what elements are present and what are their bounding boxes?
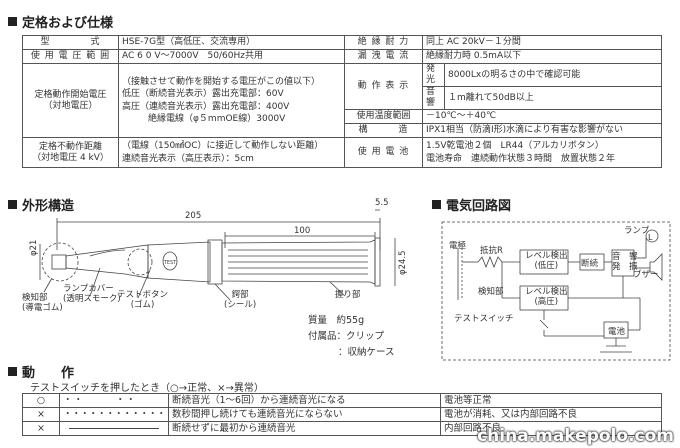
- battery-box: 電池: [608, 327, 626, 337]
- struct-label: 構 造: [344, 123, 423, 138]
- square-bullet-icon: [8, 200, 17, 209]
- resistor-label: 抵抗R: [480, 246, 503, 256]
- temp-value: －10℃〜＋40℃: [422, 109, 662, 124]
- display-label: 動 作 表 示: [344, 63, 423, 110]
- battery-values: 1.5V乾電池２個 LR44（アルカリボタン）電池寿命 連続動作状態３時間 放置…: [422, 137, 662, 168]
- spec-section-title: 定格および仕様: [8, 12, 113, 31]
- start-voltage-values: （接触させて動作を開始する電圧がこの値以下） 低圧（断続音光表示）露出充電部：6…: [118, 63, 345, 138]
- voltage-label: 使 用 電 圧 範 囲: [22, 49, 119, 64]
- lamp-cover-label: ランプカバー(透明スモーク): [63, 284, 121, 304]
- accessories-line-2: ：収納ケース: [338, 347, 395, 358]
- start-voltage-label: 定格動作開始電圧（対地電圧）: [22, 63, 119, 138]
- lamp-label: ランプ: [624, 226, 650, 236]
- struct-value: IPX1相当（防滴Ⅰ形)水滴により有害な影響がない: [422, 123, 662, 138]
- dim-100: 100: [294, 226, 311, 236]
- electrode-label: 電極: [449, 241, 467, 251]
- dim-5-5: 5.5: [375, 198, 389, 208]
- outline-section-title: 外形構造: [8, 195, 74, 214]
- test-button-text: TEST: [163, 260, 177, 266]
- square-bullet-icon: [8, 367, 17, 376]
- test-button-label: テストボタン(ゴム): [117, 290, 169, 310]
- withstand-value: 同上 AC 20kV－１分間: [422, 35, 662, 50]
- distance-values: （電線（150㎟OC）に接近して動作しない距離）連続音光表示（高圧表示）：5cm: [118, 137, 345, 168]
- test-switch-label: テストスイッチ: [454, 314, 514, 324]
- ops-intro: テストスイッチを押したとき（○→正常、×→異常）: [30, 383, 264, 394]
- leak-label: 漏 洩 電 流: [344, 49, 423, 64]
- buzzer-label: ブザー: [633, 270, 659, 280]
- accessories-line-1: 付属品：クリップ: [308, 331, 385, 342]
- table-row: ○ ・・ ・・ 断続音光（1〜6回）から連続音光になる 電池等正常: [22, 393, 662, 408]
- ops-table: ○ ・・ ・・ 断続音光（1〜6回）から連続音光になる 電池等正常 × ・・・・…: [22, 393, 662, 436]
- model-value: HSE-7G型（高低圧、交流専用）: [118, 35, 345, 50]
- sound-osc-box: 音 響発 振: [612, 252, 638, 272]
- circuit-diagram: [441, 221, 671, 361]
- seal-label: 鍔部(シール): [224, 290, 257, 310]
- leak-value: 絶縁耐力時 0.5mA以下: [422, 49, 662, 64]
- distance-label: 定格不動作距離（対地電圧 4 kV）: [22, 137, 119, 168]
- low-level-box: レベル検出(低圧): [525, 251, 568, 271]
- interrupt-box: 断続: [581, 259, 599, 269]
- ops-section-title: 動 作: [8, 362, 74, 381]
- voltage-value: AC 6 0 V〜7000V 50/60Hz共用: [118, 49, 345, 64]
- table-row: × 断続せずに最初から連続音光 内部回路不良: [22, 421, 662, 436]
- square-bullet-icon: [432, 200, 441, 209]
- watermark: china.makepolo.com: [477, 426, 674, 446]
- dim-24-5: φ24.5: [398, 250, 408, 275]
- continuous-line-indicator: [58, 421, 170, 436]
- battery-label: 使 用 電 池: [344, 137, 423, 168]
- withstand-label: 絶 縁 耐 力: [344, 35, 423, 50]
- circuit-section-title: 電気回路図: [432, 195, 511, 214]
- spec-table: 型 式 HSE-7G型（高低圧、交流専用） 絶 縁 耐 力 同上 AC 20kV…: [22, 35, 662, 168]
- lamp-symbol: L: [648, 233, 653, 242]
- grip-label: 握り部: [335, 290, 361, 300]
- detector-outline-drawing: TEST: [39, 209, 396, 301]
- detect-part-label: 検知部(導電ゴム): [22, 293, 63, 313]
- temp-label: 使用温度範囲: [344, 109, 423, 124]
- high-level-box: レベル検出(高圧): [525, 287, 568, 307]
- square-bullet-icon: [8, 17, 17, 26]
- model-label: 型 式: [22, 35, 119, 50]
- weight-text: 質量 約55g: [308, 315, 365, 326]
- table-row: × ・・・・・・・・・・・・ 数秒間押し続けても連続音光にならない 電池が消耗、…: [22, 407, 662, 422]
- detect-label: 検知部: [478, 287, 504, 297]
- dim-21: φ21: [29, 239, 39, 256]
- dim-total: 205: [185, 211, 202, 221]
